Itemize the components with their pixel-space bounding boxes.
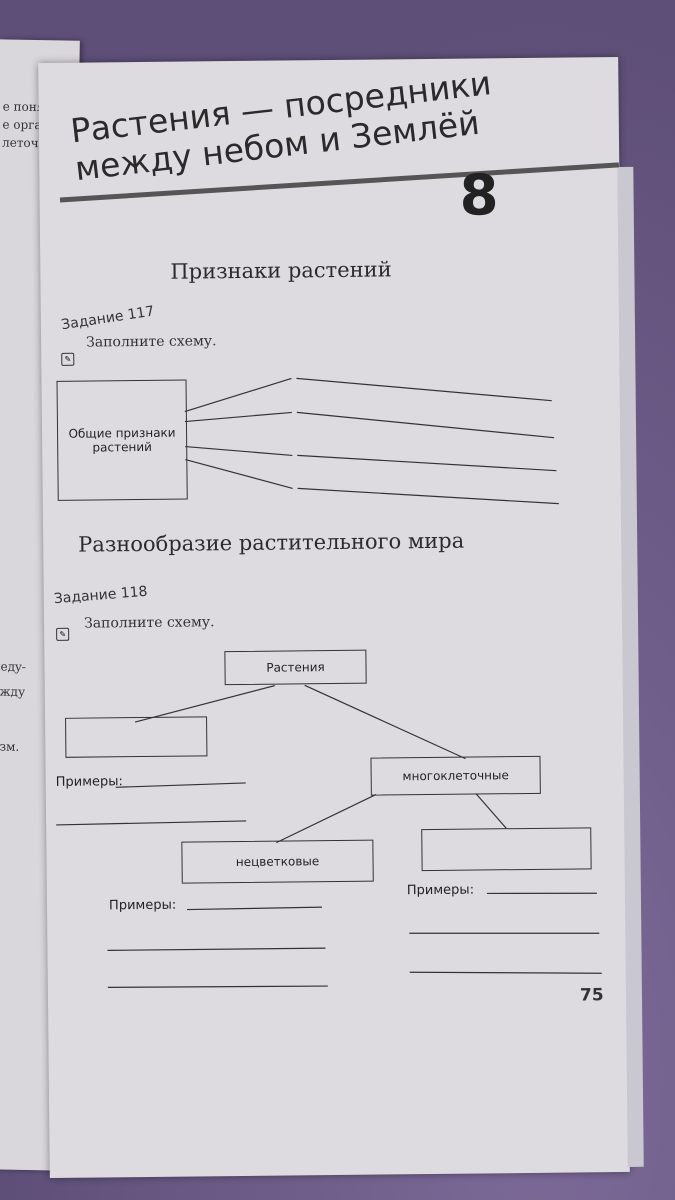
answer-line <box>107 985 328 988</box>
answer-line <box>56 820 247 826</box>
answer-line <box>297 454 557 472</box>
left-page-text: ледy- <box>0 659 26 674</box>
answer-line <box>297 487 559 505</box>
connector <box>475 793 507 829</box>
arrow-line <box>185 458 293 490</box>
answer-line <box>115 782 246 788</box>
scheme-box-nonflowering: нецветковые <box>181 839 374 884</box>
page-number: 75 <box>579 985 604 1006</box>
scheme-box-plants: Растения <box>224 649 367 686</box>
arrow-line <box>185 445 293 457</box>
left-page-text: ежду <box>0 684 26 699</box>
scheme-box-empty[interactable] <box>65 716 208 758</box>
answer-line <box>296 411 555 439</box>
scheme-box-multicellular: многоклеточные <box>370 755 541 796</box>
answer-line <box>187 906 323 911</box>
answer-line <box>296 377 552 402</box>
connector <box>304 684 466 760</box>
connector <box>276 794 377 844</box>
examples-label: Примеры: <box>55 774 123 790</box>
examples-label: Примеры: <box>108 897 177 914</box>
answer-line <box>409 932 600 934</box>
answer-line <box>486 892 597 895</box>
left-page-text: изм. <box>0 739 20 754</box>
examples-label: Примеры: <box>406 882 475 899</box>
answer-line <box>107 947 326 951</box>
workbook-page: Растения — посредники между небом и Земл… <box>38 56 644 1179</box>
arrow-line <box>184 377 292 413</box>
scheme-connectors <box>56 684 602 988</box>
connector <box>134 685 275 723</box>
scheme-arrows <box>184 377 559 505</box>
scheme-box-empty[interactable] <box>421 827 592 872</box>
arrow-line <box>184 411 292 423</box>
answer-line <box>409 971 602 974</box>
